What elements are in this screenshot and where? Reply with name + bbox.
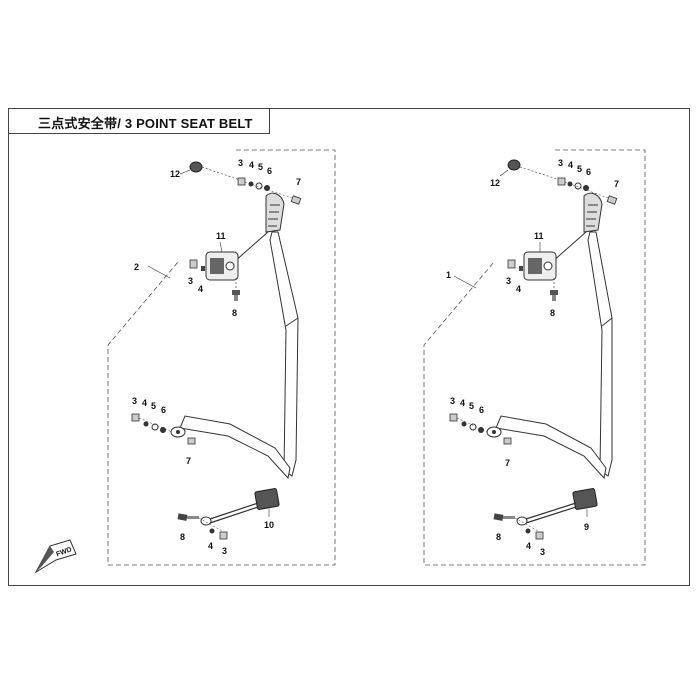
callout-left-retractor-bolt: 8 [232,308,237,318]
callout-right-retractor-bolt: 8 [550,308,555,318]
callout-left-buckle-nut: 3 [222,546,227,556]
callout-right-retractor: 11 [534,231,544,241]
callout-left-bottom-washer-1: 3 [132,396,137,406]
callout-right-top-washer-1: 3 [558,158,563,168]
left-seat-belt-assembly: 2 12 3 4 5 6 7 11 3 4 8 3 4 5 6 7 10 8 4… [107,149,336,566]
diagram-title: 三点式安全带/ 3 POINT SEAT BELT [38,116,253,131]
callout-left-top-washer-4: 6 [267,166,272,176]
callout-right-top-bolt: 7 [614,179,619,189]
callout-right-top-washer-3: 5 [577,164,582,174]
right-seat-belt-assembly: 1 12 3 4 5 6 7 11 3 4 8 3 4 5 6 7 9 8 4 … [423,149,646,566]
callout-left-bottom-bolt: 7 [186,456,191,466]
callout-left-retractor-washer: 4 [198,284,203,294]
callout-right-assembly: 1 [446,270,451,280]
callout-right-bottom-washer-2: 4 [460,398,465,408]
callout-right-top-washer-2: 4 [568,160,573,170]
callout-left-bottom-washer-4: 6 [161,405,166,415]
callout-left-buckle-bolt: 8 [180,532,185,542]
callout-left-top-washer-2: 4 [249,160,254,170]
callout-left-buckle-washer: 4 [208,541,213,551]
callout-right-buckle-nut: 3 [540,547,545,557]
callout-left-top-bolt: 7 [296,177,301,187]
callout-right-retractor-nut: 3 [506,276,511,286]
callout-right-bottom-washer-4: 6 [479,405,484,415]
callout-right-cap: 12 [490,178,500,188]
callout-left-top-washer-3: 5 [258,162,263,172]
callout-left-assembly: 2 [134,262,139,272]
callout-right-retractor-washer: 4 [516,284,521,294]
callout-right-top-washer-4: 6 [586,167,591,177]
callout-right-bottom-bolt: 7 [505,458,510,468]
callout-right-buckle: 9 [584,522,589,532]
callout-right-buckle-washer: 4 [526,541,531,551]
callout-left-cap: 12 [170,169,180,179]
callout-right-bottom-washer-1: 3 [450,396,455,406]
diagram-frame [8,108,690,586]
callout-left-buckle: 10 [264,520,274,530]
callout-left-bottom-washer-2: 4 [142,398,147,408]
callout-left-top-washer-1: 3 [238,158,243,168]
callout-right-buckle-bolt: 8 [496,532,501,542]
callout-left-retractor-nut: 3 [188,276,193,286]
fwd-arrow-icon: FWD [34,539,77,574]
callout-right-bottom-washer-3: 5 [469,401,474,411]
callout-left-retractor: 11 [216,231,226,241]
callout-left-bottom-washer-3: 5 [151,401,156,411]
title-box [8,108,270,134]
